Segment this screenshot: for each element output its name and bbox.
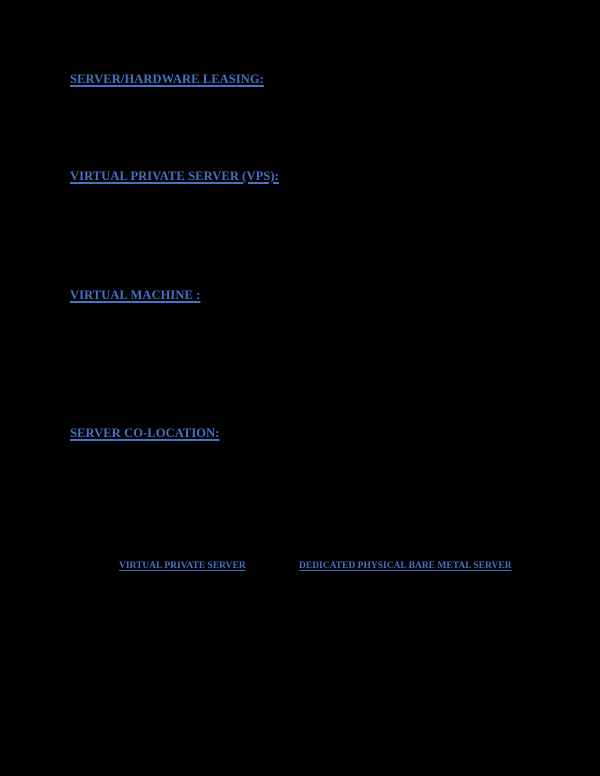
heading-server-hardware-leasing[interactable]: SERVER/HARDWARE LEASING: — [70, 72, 265, 86]
heading-server-co-location[interactable]: SERVER CO-LOCATION: — [70, 426, 220, 440]
link-virtual-private-server[interactable]: VIRTUAL PRIVATE SERVER — [119, 561, 246, 571]
heading-virtual-machine[interactable]: VIRTUAL MACHINE : — [70, 288, 201, 302]
heading-virtual-private-server[interactable]: VIRTUAL PRIVATE SERVER (VPS): — [70, 169, 279, 183]
link-dedicated-bare-metal-server[interactable]: DEDICATED PHYSICAL BARE METAL SERVER — [299, 561, 512, 571]
